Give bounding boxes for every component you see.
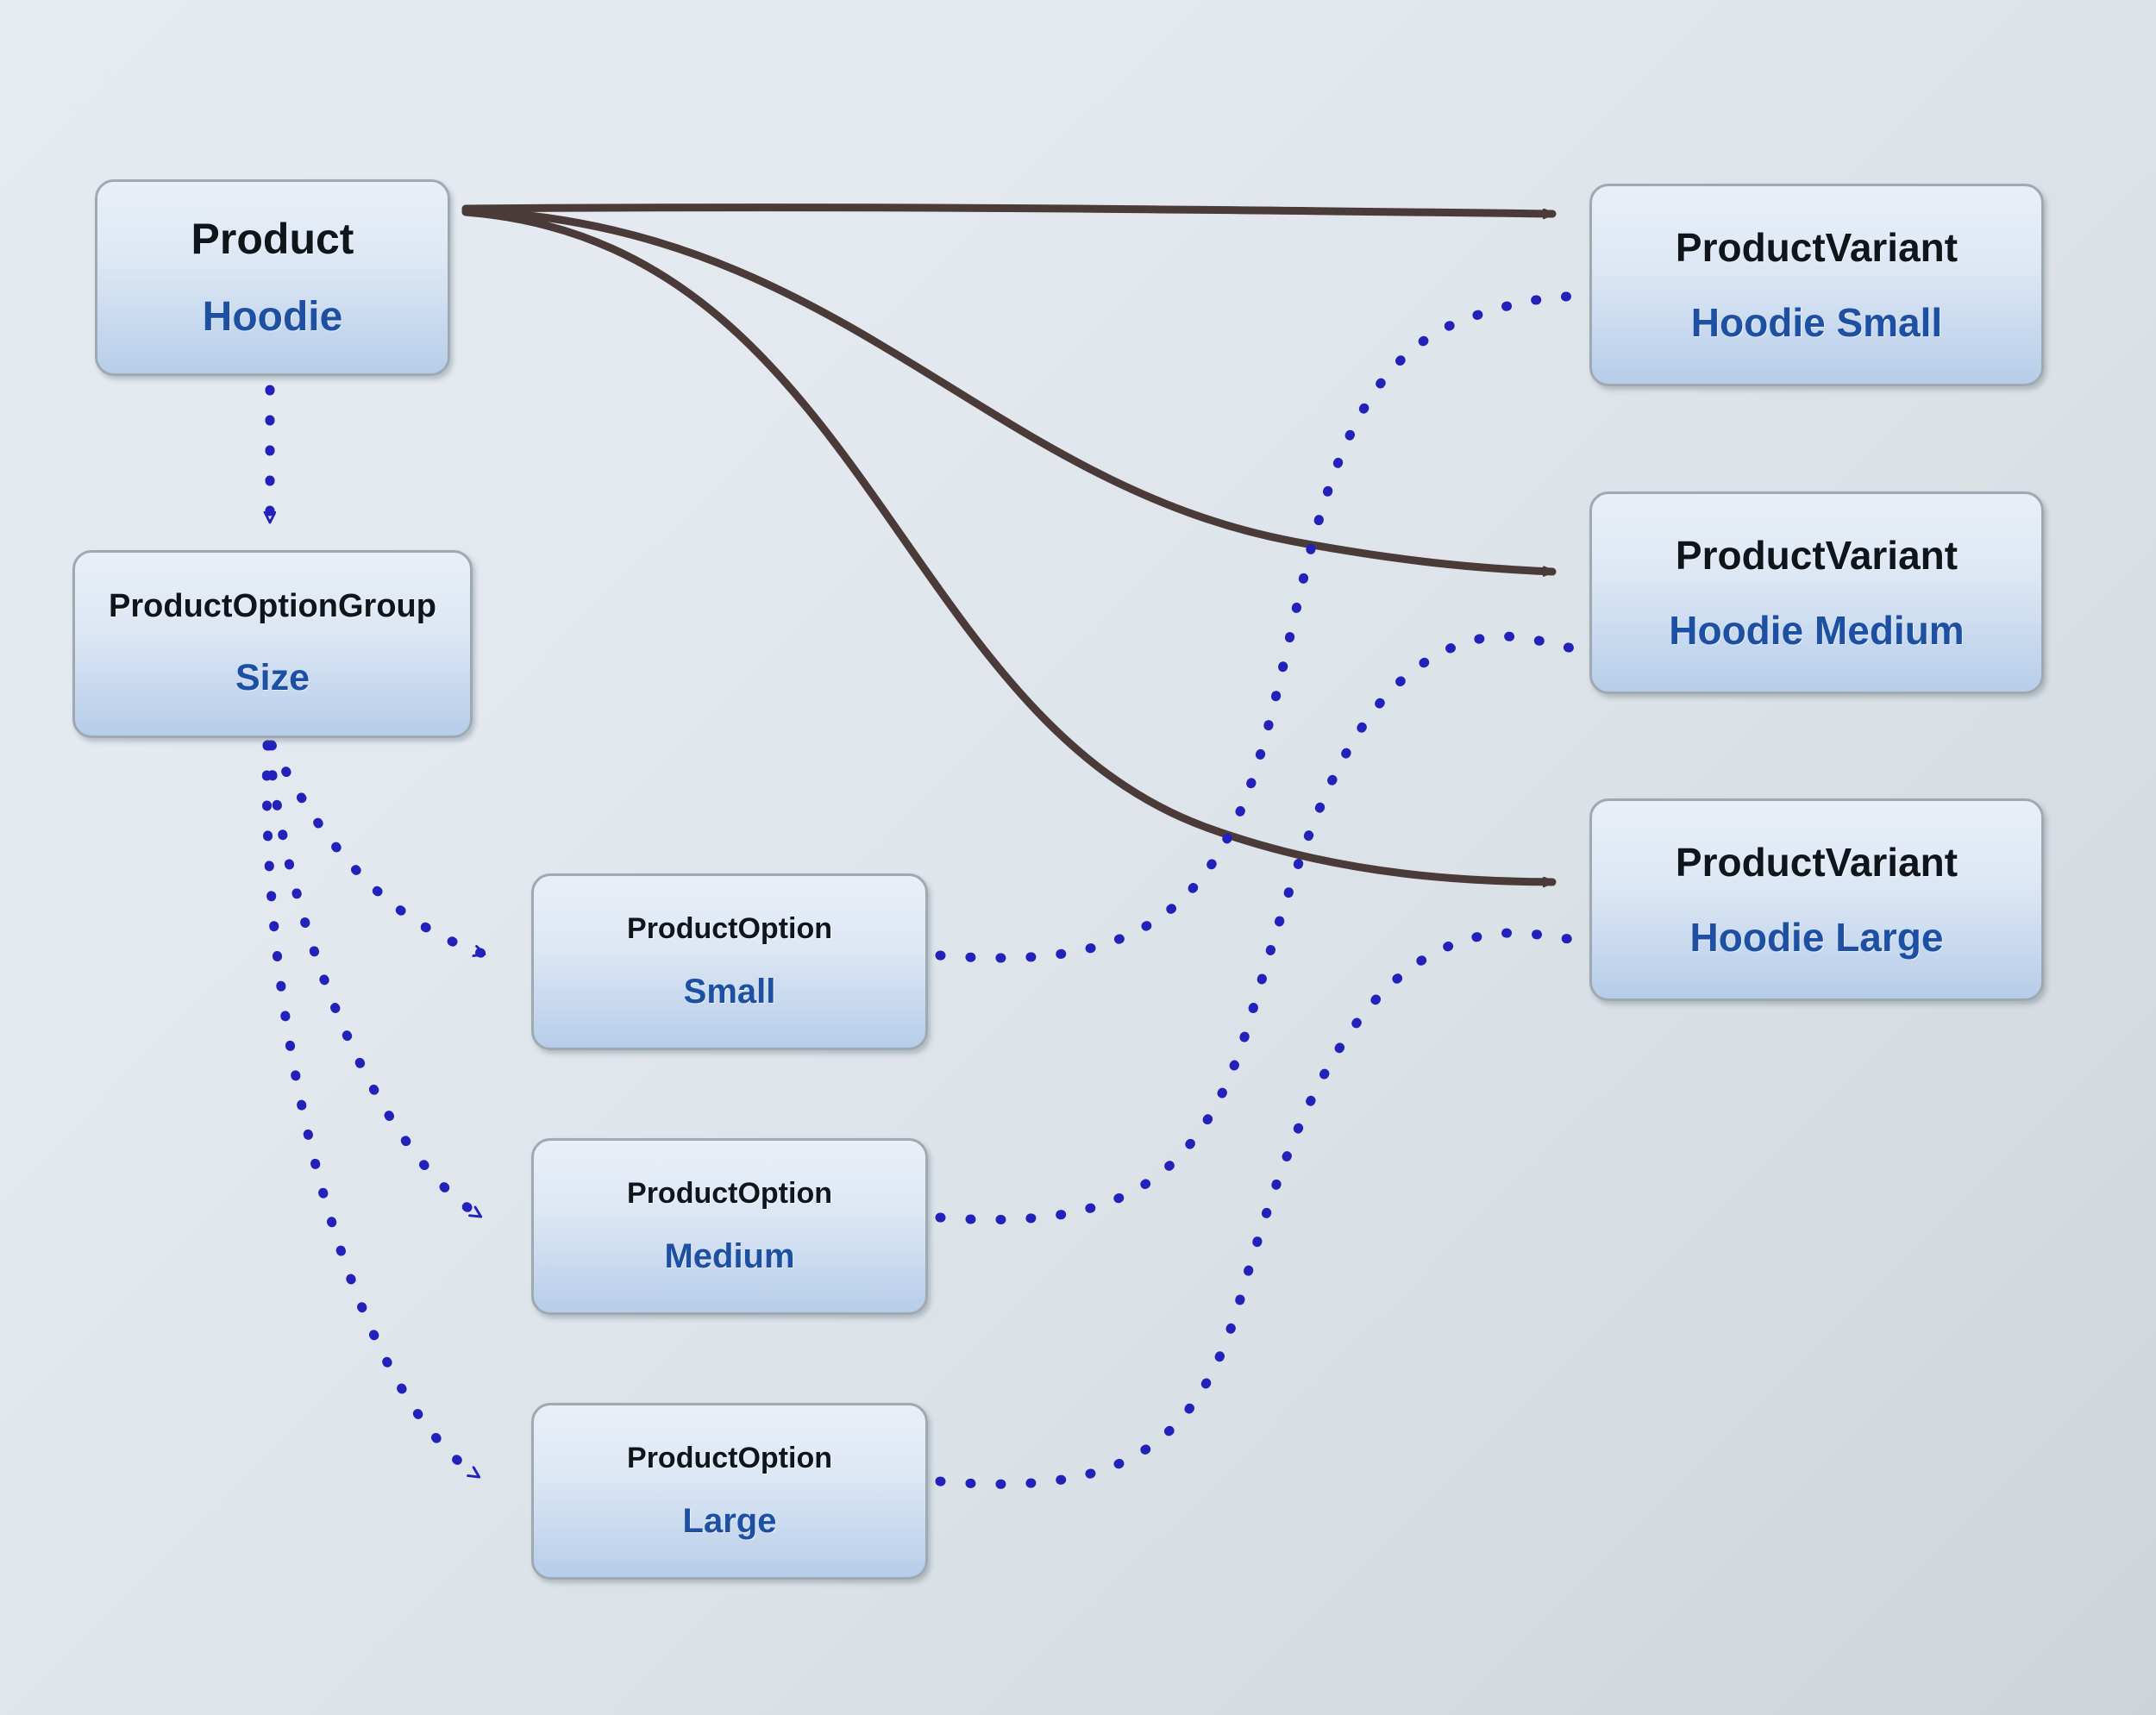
- node-product-variant-small-name: Hoodie Small: [1690, 299, 1943, 345]
- node-product[interactable]: Product Hoodie: [95, 179, 450, 376]
- node-product-variant-medium-name: Hoodie Medium: [1669, 607, 1965, 653]
- node-product-variant-large-name: Hoodie Large: [1689, 914, 1944, 960]
- edge-optiongroup-to-option-large: [261, 740, 483, 1481]
- node-product-option-group-name: Size: [235, 657, 310, 699]
- node-product-variant-large[interactable]: ProductVariant Hoodie Large: [1589, 798, 2044, 1001]
- node-product-option-medium-name: Medium: [664, 1237, 795, 1276]
- edge-optiongroup-to-option-small: [266, 740, 488, 959]
- node-product-variant-small[interactable]: ProductVariant Hoodie Small: [1589, 184, 2044, 386]
- edge-option-small-to-variant-small: [935, 291, 1589, 963]
- edge-option-large-to-variant-large: [935, 928, 1589, 1489]
- edge-optiongroup-to-option-medium: [264, 740, 485, 1221]
- node-product-option-small[interactable]: ProductOption Small: [531, 873, 928, 1050]
- edge-option-medium-to-variant-medium: [935, 631, 1589, 1224]
- node-product-variant-medium[interactable]: ProductVariant Hoodie Medium: [1589, 491, 2044, 694]
- node-product-option-group-type: ProductOptionGroup: [109, 588, 436, 625]
- node-product-option-large-name: Large: [682, 1502, 777, 1541]
- node-product-variant-large-type: ProductVariant: [1675, 840, 1959, 886]
- node-product-option-medium[interactable]: ProductOption Medium: [531, 1138, 928, 1315]
- node-product-type: Product: [191, 214, 354, 263]
- node-product-option-group[interactable]: ProductOptionGroup Size: [72, 550, 473, 738]
- node-product-option-large-type: ProductOption: [627, 1441, 832, 1474]
- node-product-name: Hoodie: [202, 294, 343, 341]
- node-product-option-small-type: ProductOption: [627, 911, 832, 945]
- node-product-option-medium-type: ProductOption: [627, 1176, 832, 1210]
- edge-product-to-variant-medium: [461, 206, 1557, 572]
- node-product-variant-small-type: ProductVariant: [1675, 225, 1959, 271]
- node-product-option-small-name: Small: [683, 973, 776, 1011]
- node-product-variant-medium-type: ProductVariant: [1675, 533, 1959, 579]
- node-product-option-large[interactable]: ProductOption Large: [531, 1403, 928, 1580]
- edge-product-to-variant-large: [461, 208, 1557, 882]
- edge-product-to-variant-small: [461, 203, 1557, 214]
